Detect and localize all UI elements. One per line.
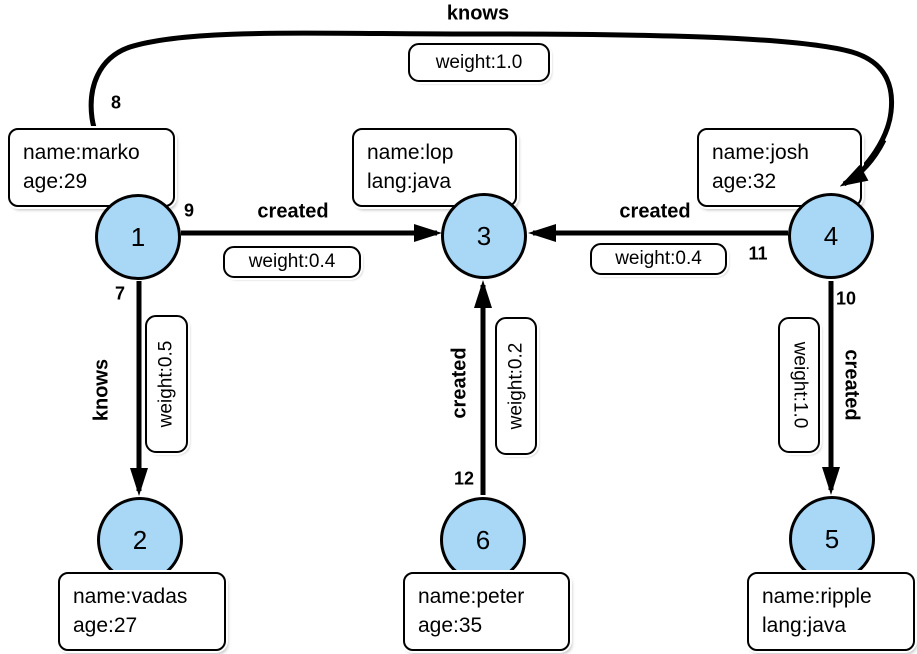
node-6-label: 6 [475,524,491,555]
edge-11-label: created [619,200,691,223]
property-line: name:vadas [73,585,188,608]
edge-12-id: 12 [453,468,475,489]
node-5-label: 5 [824,523,840,554]
weight-text: weight:0.5 [155,340,177,428]
node-4-circle[interactable]: 4 [788,193,874,279]
property-line: lang:java [367,170,452,193]
node-1-label: 1 [130,221,146,252]
edge-9-label: created [257,200,329,223]
property-line: name:marko [23,141,140,164]
weight-text: weight:0.4 [248,251,336,272]
property-line: age:29 [23,170,88,193]
node-1-circle[interactable]: 1 [95,194,181,280]
node-6-circle[interactable]: 6 [440,497,526,583]
edge-12-label: created [448,347,471,419]
property-line: name:peter [418,585,525,608]
edge-8-id: 8 [110,92,122,113]
edge-10-id: 10 [835,288,857,309]
node-2-label: 2 [132,524,148,555]
edge-7-weight-badge: weight:0.5 [145,315,188,453]
node-2-circle[interactable]: 2 [97,497,183,583]
edge-11-weight-badge: weight:0.4 [590,243,727,275]
property-line: age:35 [418,614,483,637]
edge-10-label: created [840,349,863,421]
edge-9-id: 9 [183,200,195,221]
node-1-properties-box: name:marko age:29 [8,128,175,207]
edge-12-weight-badge: weight:0.2 [495,317,537,455]
property-line: age:32 [712,170,777,193]
edge-7-label: knows [90,358,113,422]
edge-8-weight-badge: weight:1.0 [408,43,550,82]
node-2-properties-box: name:vadas age:27 [58,572,226,651]
edge-11-id: 11 [748,243,768,264]
edge-8-knows-arc[interactable] [88,30,895,200]
node-4-label: 4 [823,220,839,251]
property-line: name:lop [367,141,454,164]
weight-text: weight:0.2 [505,342,526,430]
edge-7-id: 7 [114,283,126,304]
node-3-label: 3 [476,220,492,251]
node-5-circle[interactable]: 5 [789,496,875,582]
node-6-properties-box: name:peter age:35 [403,572,570,651]
weight-text: weight:0.4 [615,248,702,269]
property-line: age:27 [73,614,138,637]
node-3-circle[interactable]: 3 [441,193,527,279]
edge-9-weight-badge: weight:0.4 [223,246,361,278]
edge-10-weight-badge: weight:1.0 [778,317,820,453]
property-line: lang:java [762,614,847,637]
property-line: name:josh [712,141,809,164]
property-line: name:ripple [762,585,872,608]
weight-text: weight:1.0 [789,341,810,429]
edge-8-arrowhead [839,138,887,187]
node-5-properties-box: name:ripple lang:java [747,572,915,651]
weight-text: weight:1.0 [435,51,523,73]
edge-8-label: knows [446,2,510,25]
